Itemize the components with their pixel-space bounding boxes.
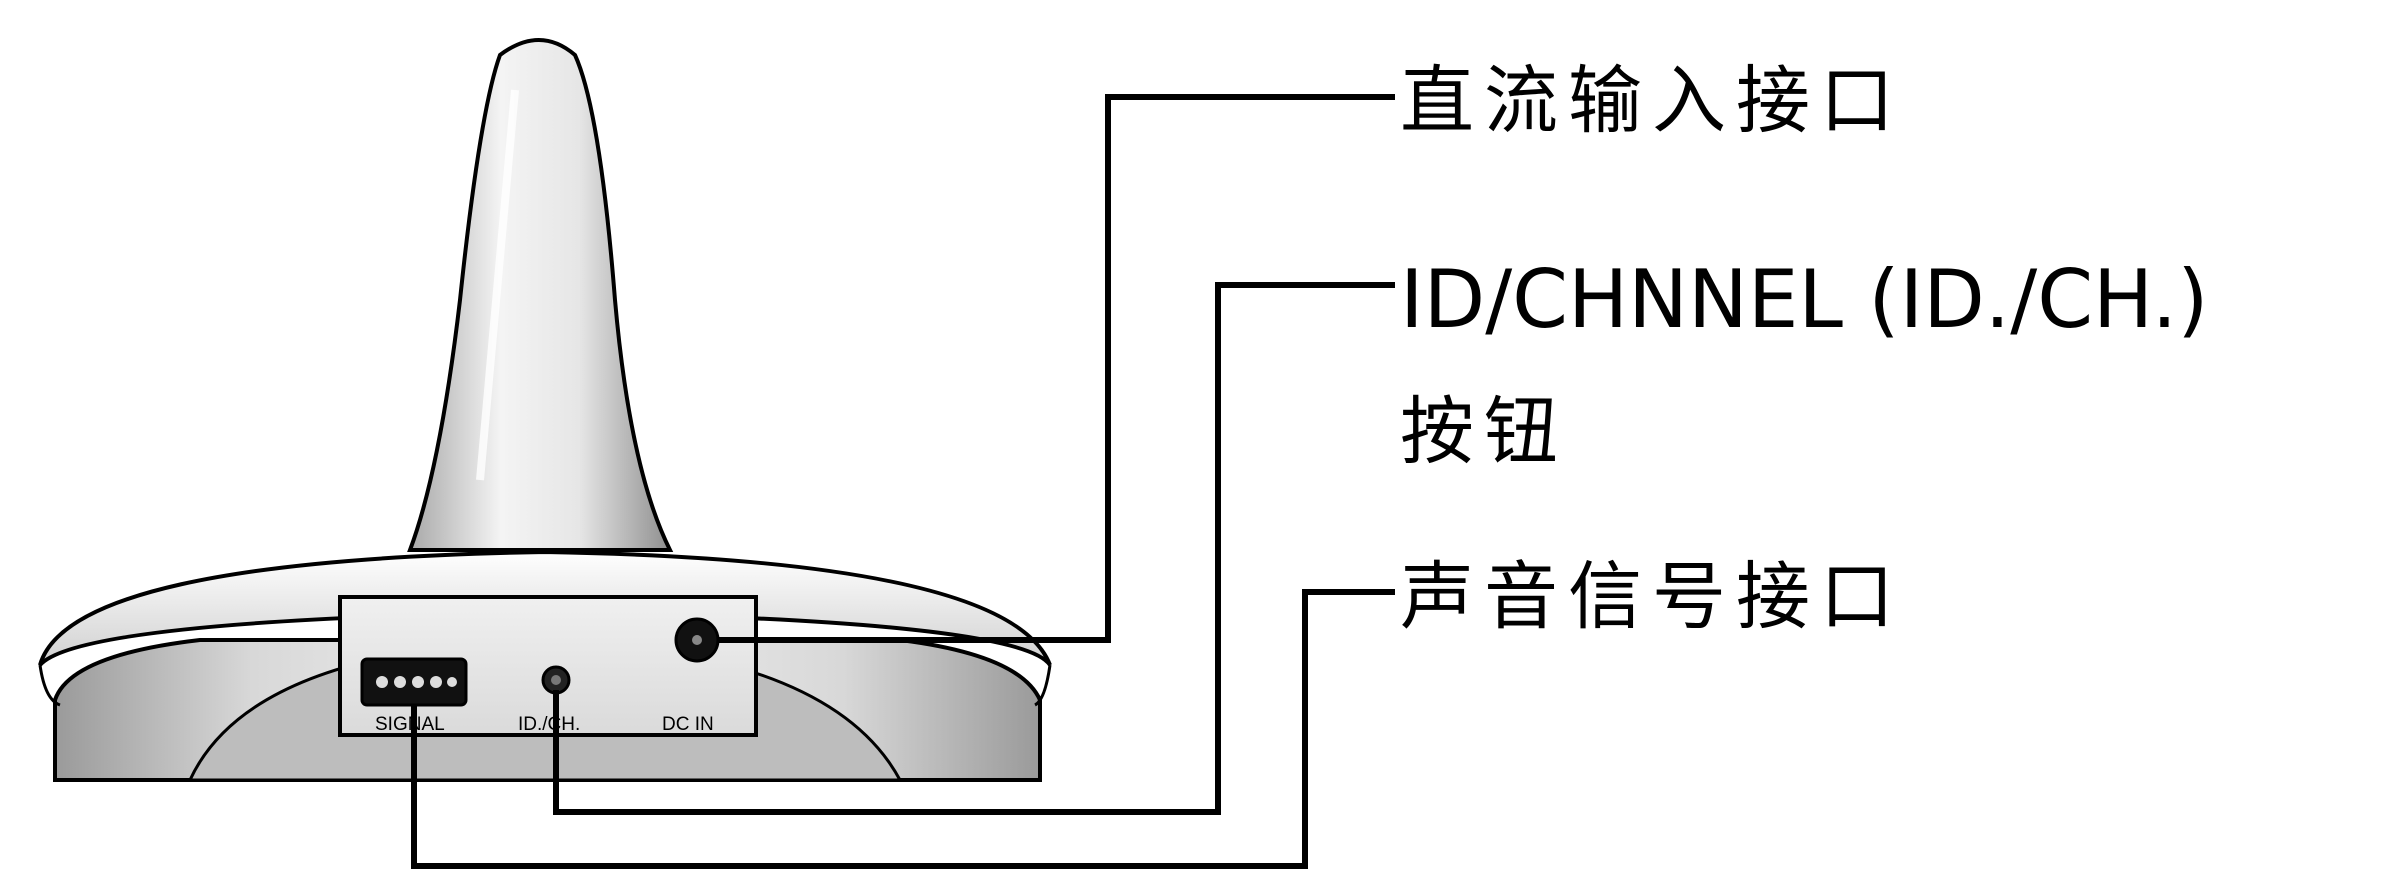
receiver-device: SIGNAL ID./CH. DC IN <box>38 38 1052 782</box>
panel-label-id-ch: ID./CH. <box>518 714 580 735</box>
signal-port-pins <box>376 676 457 688</box>
id-channel-button-label: ID/CHNNEL (ID./CH.) <box>1400 253 2209 346</box>
panel-label-signal: SIGNAL <box>375 714 445 735</box>
dc-in-jack-center <box>692 635 702 645</box>
signal-leader-line <box>411 589 1395 869</box>
panel-label-dc-in: DC IN <box>662 714 714 735</box>
dc-in-port-label: 直流输入接口 <box>1400 58 1904 144</box>
signal-port-label: 声音信号接口 <box>1400 554 1904 640</box>
base-rim-edge <box>38 664 61 707</box>
base-rim-edge-right <box>1034 664 1052 707</box>
callout-lines <box>411 94 1395 869</box>
id-ch-button-highlight <box>551 675 561 685</box>
id-channel-button-label-line2: 按钮 <box>1400 389 1568 475</box>
antenna <box>407 38 674 552</box>
id-ch-leader-line <box>553 282 1395 815</box>
dc-in-leader-line <box>718 94 1395 643</box>
antenna-highlight <box>476 89 519 481</box>
rear-panel <box>338 595 758 737</box>
